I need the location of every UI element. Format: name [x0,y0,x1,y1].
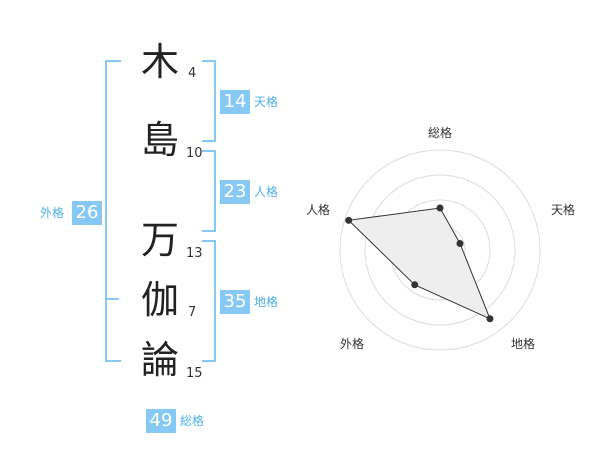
radar-axis-label-jin: 人格 [306,203,331,217]
ten-bracket [202,60,216,142]
radar-ring [364,174,516,326]
radar-ring [414,224,466,276]
radar-ring [389,199,491,301]
radar-axis-label-gai: 外格 [340,337,365,351]
radar-points [345,204,494,323]
name-char-1: 木 [140,40,179,84]
jin-value-badge: 23 [220,180,250,204]
radar-point [456,240,464,248]
gai-label: 外格 [40,206,65,220]
name-char-4: 伽 [140,278,179,322]
ten-value-badge: 14 [220,90,250,114]
jin-bracket [202,150,216,232]
radar-ring [339,149,541,351]
gai-bracket-mid [105,298,119,300]
radar-point [436,204,444,212]
name-char-3: 万 [140,218,179,262]
radar-polygon [347,207,491,320]
radar-point [486,315,494,323]
chi-label: 地格 [254,295,279,309]
stroke-count-5: 15 [186,366,203,381]
jin-label: 人格 [254,185,279,199]
radar-axis-label-chi: 地格 [511,337,536,351]
radar-point [411,281,419,289]
sou-value-badge: 49 [146,409,176,433]
radar-point [345,216,353,224]
radar-axis-label-sou: 総格 [428,126,453,140]
stroke-count-3: 13 [186,246,203,261]
radar-center [437,247,443,253]
chi-bracket [202,240,216,362]
radar-axis-label-ten: 天格 [551,203,576,217]
gai-value-badge: 26 [72,201,102,225]
radar-rings [339,149,541,351]
name-char-2: 島 [140,118,179,162]
stroke-count-2: 10 [186,146,203,161]
stroke-count-1: 4 [188,66,197,81]
name-char-5: 論 [140,338,179,382]
gai-bracket [105,60,121,362]
sou-label: 総格 [180,414,205,428]
ten-label: 天格 [254,95,279,109]
chi-value-badge: 35 [220,290,250,314]
stroke-count-4: 7 [188,305,197,320]
